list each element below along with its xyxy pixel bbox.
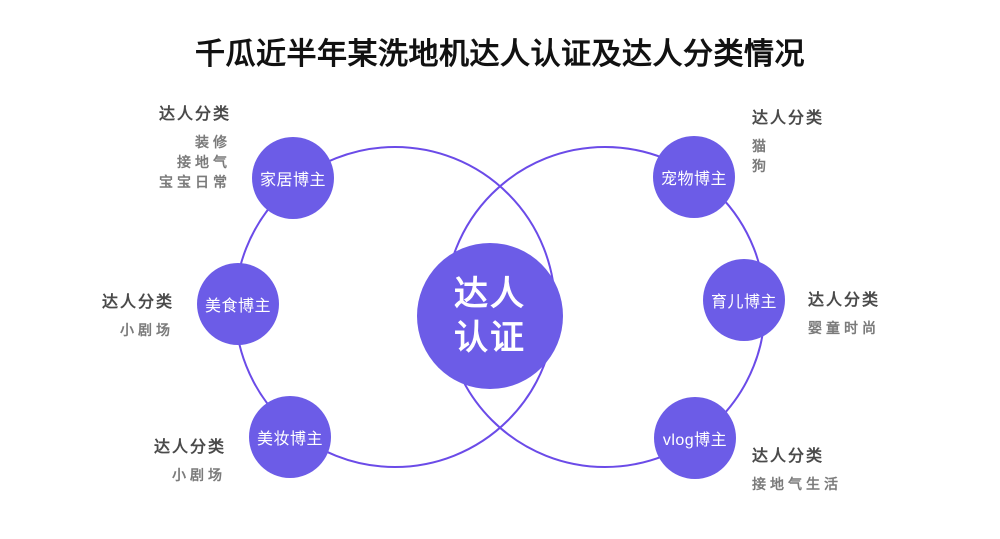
category-group-items: 猫 狗 xyxy=(752,136,824,176)
category-group-heading: 达人分类 xyxy=(101,294,174,311)
node-home-blogger: 家居博主 xyxy=(252,137,334,219)
category-group-middle-left: 达人分类 小剧场 xyxy=(102,292,174,340)
category-group-items: 接地气生活 xyxy=(752,474,842,494)
category-item: 狗 xyxy=(752,158,770,174)
category-group-top-right: 达人分类 猫 狗 xyxy=(752,108,824,176)
category-group-top-left: 达人分类 装修 接地气 宝宝日常 xyxy=(159,104,231,192)
category-item: 接地气生活 xyxy=(752,476,842,492)
category-group-heading: 达人分类 xyxy=(158,106,231,123)
category-item: 宝宝日常 xyxy=(159,174,231,190)
category-group-heading: 达人分类 xyxy=(752,448,825,465)
category-item: 小剧场 xyxy=(120,322,174,338)
node-pet-blogger: 宠物博主 xyxy=(653,136,735,218)
category-item: 小剧场 xyxy=(172,467,226,483)
category-group-items: 装修 接地气 宝宝日常 xyxy=(159,132,231,192)
node-vlog-blogger: vlog博主 xyxy=(654,397,736,479)
category-group-heading: 达人分类 xyxy=(153,439,226,456)
category-item: 婴童时尚 xyxy=(808,320,880,336)
category-group-items: 小剧场 xyxy=(102,320,174,340)
category-group-bottom-left: 达人分类 小剧场 xyxy=(154,437,226,485)
category-group-items: 小剧场 xyxy=(154,465,226,485)
category-group-heading: 达人分类 xyxy=(752,110,825,127)
node-food-blogger: 美食博主 xyxy=(197,263,279,345)
category-item: 装修 xyxy=(195,134,231,150)
category-group-heading: 达人分类 xyxy=(808,292,881,309)
category-item: 接地气 xyxy=(177,154,231,170)
category-group-bottom-right: 达人分类 接地气生活 xyxy=(752,446,842,494)
chart-title: 千瓜近半年某洗地机达人认证及达人分类情况 xyxy=(195,38,805,71)
node-parenting-blogger: 育儿博主 xyxy=(703,259,785,341)
category-group-items: 婴童时尚 xyxy=(808,318,880,338)
center-node-line2: 认证 xyxy=(454,319,526,357)
category-item: 猫 xyxy=(752,138,770,154)
category-group-middle-right: 达人分类 婴童时尚 xyxy=(808,290,880,338)
node-beauty-blogger: 美妆博主 xyxy=(249,396,331,478)
center-certification-node: 达人 认证 xyxy=(417,243,563,389)
center-node-line1: 达人 xyxy=(454,275,526,313)
